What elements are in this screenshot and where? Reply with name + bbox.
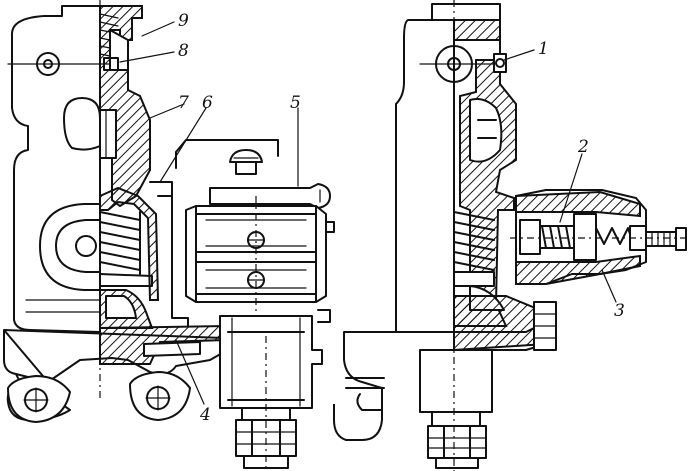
lower-spring xyxy=(99,211,141,275)
callouts: 9 8 7 6 5 4 1 2 3 xyxy=(178,11,625,425)
callout-9: 9 xyxy=(178,11,189,31)
solenoid-switch-assembly xyxy=(175,139,335,330)
lower-valve-body xyxy=(219,315,323,471)
callout-6: 6 xyxy=(202,93,213,113)
callout-5: 5 xyxy=(290,93,301,113)
right-spring xyxy=(453,211,495,271)
callout-8: 8 xyxy=(178,41,189,61)
right-view-side-section xyxy=(333,0,689,471)
upper-spring xyxy=(99,13,119,71)
right-housing xyxy=(395,19,455,333)
callout-7: 7 xyxy=(178,93,189,113)
left-view-front-section xyxy=(3,0,227,423)
callout-3: 3 xyxy=(614,301,625,321)
left-section-wall-lower xyxy=(99,186,160,301)
callout-1: 1 xyxy=(538,39,549,59)
callout-2: 2 xyxy=(577,137,589,157)
leader-lines xyxy=(119,21,617,405)
callout-4: 4 xyxy=(199,405,211,425)
